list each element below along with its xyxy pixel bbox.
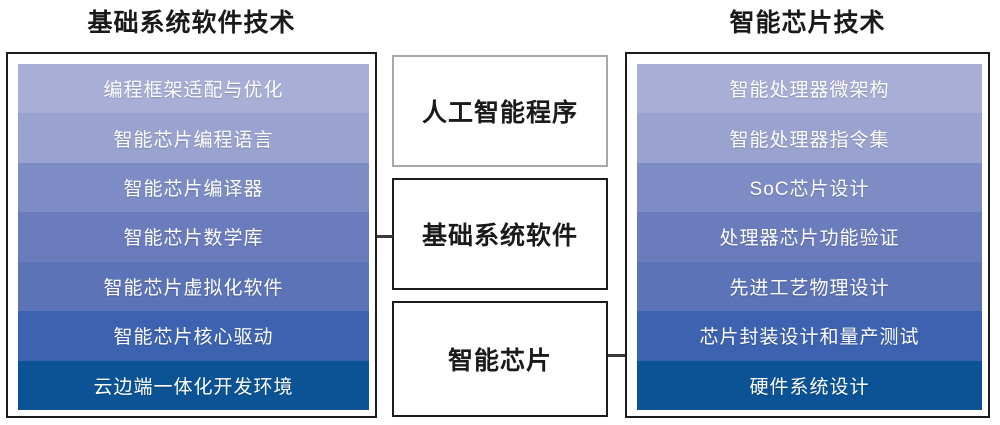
right-panel: 智能处理器微架构 智能处理器指令集 SoC芯片设计 处理器芯片功能验证 先进工艺… <box>625 52 990 418</box>
connector-left-panel-to-basic-system-software <box>377 235 393 238</box>
left-band-stack: 编程框架适配与优化 智能芯片编程语言 智能芯片编译器 智能芯片数学库 智能芯片虚… <box>18 64 369 410</box>
right-band-6[interactable]: 硬件系统设计 <box>637 360 982 410</box>
middle-box-smart-chip[interactable]: 智能芯片 <box>392 301 608 417</box>
right-band-0[interactable]: 智能处理器微架构 <box>637 64 982 114</box>
right-band-1[interactable]: 智能处理器指令集 <box>637 113 982 163</box>
right-band-5[interactable]: 芯片封装设计和量产测试 <box>637 311 982 361</box>
middle-box-ai-program[interactable]: 人工智能程序 <box>392 55 608 167</box>
left-band-0[interactable]: 编程框架适配与优化 <box>18 64 369 114</box>
right-column-title: 智能芯片技术 <box>729 9 886 37</box>
right-band-2[interactable]: SoC芯片设计 <box>637 162 982 213</box>
left-band-5[interactable]: 智能芯片核心驱动 <box>18 311 369 361</box>
left-band-1[interactable]: 智能芯片编程语言 <box>18 113 369 163</box>
right-band-3[interactable]: 处理器芯片功能验证 <box>637 212 982 262</box>
left-panel: 编程框架适配与优化 智能芯片编程语言 智能芯片编译器 智能芯片数学库 智能芯片虚… <box>6 52 377 418</box>
left-column-title: 基础系统软件技术 <box>87 9 296 37</box>
right-band-4[interactable]: 先进工艺物理设计 <box>637 261 982 312</box>
connector-smart-chip-to-right-panel <box>608 354 626 357</box>
left-band-6[interactable]: 云边端一体化开发环境 <box>18 360 369 410</box>
left-band-4[interactable]: 智能芯片虚拟化软件 <box>18 261 369 312</box>
middle-box-basic-system-software[interactable]: 基础系统软件 <box>392 178 608 290</box>
left-band-3[interactable]: 智能芯片数学库 <box>18 212 369 262</box>
left-band-2[interactable]: 智能芯片编译器 <box>18 162 369 213</box>
right-band-stack: 智能处理器微架构 智能处理器指令集 SoC芯片设计 处理器芯片功能验证 先进工艺… <box>637 64 982 410</box>
